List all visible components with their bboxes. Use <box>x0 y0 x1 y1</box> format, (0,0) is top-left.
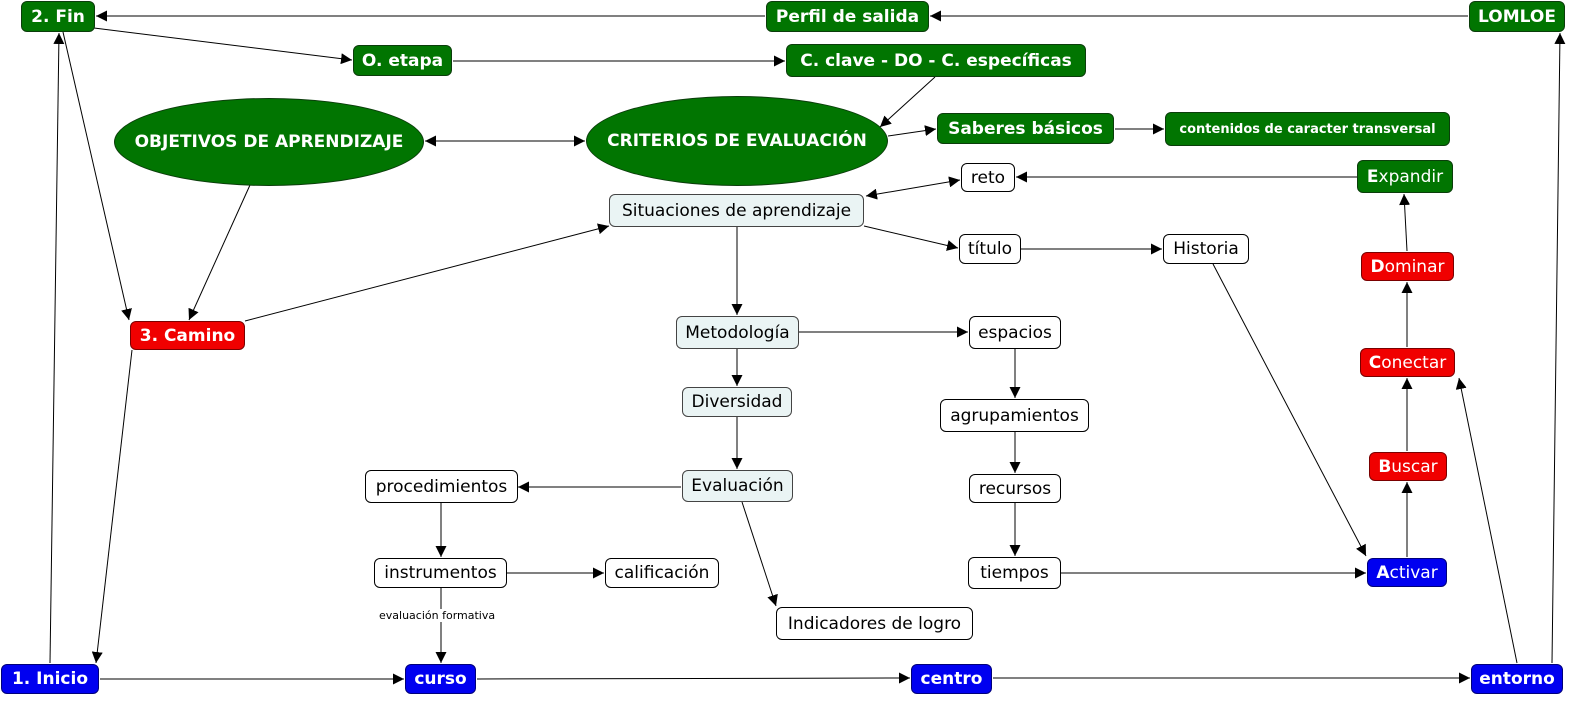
node-inicio[interactable]: 1. Inicio <box>1 664 99 694</box>
node-situaciones-de-aprendizaje[interactable]: Situaciones de aprendizaje <box>609 194 864 227</box>
node-metodologia[interactable]: Metodología <box>676 316 799 349</box>
activar-rest: ctivar <box>1389 562 1438 583</box>
activar-initial: A <box>1376 562 1390 583</box>
node-titulo[interactable]: título <box>959 234 1021 264</box>
expandir-initial: E <box>1366 166 1379 187</box>
edge-camino-inicio <box>91 349 133 664</box>
node-curso[interactable]: curso <box>405 664 476 694</box>
edge-camino-situaciones <box>244 223 610 322</box>
node-agrupamientos[interactable]: agrupamientos <box>940 399 1089 432</box>
node-perfil-de-salida[interactable]: Perfil de salida <box>766 1 929 32</box>
node-centro[interactable]: centro <box>911 664 992 694</box>
node-calificacion[interactable]: calificación <box>605 558 719 588</box>
edge-entorno-conectar <box>1455 377 1518 664</box>
edge-inicio-fin <box>49 32 65 664</box>
node-criterios-de-evaluacion[interactable]: CRITERIOS DE EVALUACIÓN <box>586 96 888 186</box>
node-espacios[interactable]: espacios <box>969 316 1061 349</box>
edge-cclave-criterios <box>879 76 936 128</box>
conectar-initial: C <box>1368 352 1382 373</box>
node-entorno[interactable]: entorno <box>1471 664 1563 694</box>
edge-objetivos-camino <box>188 184 251 321</box>
node-c-clave[interactable]: C. clave - DO - C. específicas <box>786 44 1086 77</box>
dominar-initial: D <box>1370 256 1385 277</box>
edge-criterios-saberes <box>887 125 937 137</box>
node-tiempos[interactable]: tiempos <box>968 557 1061 589</box>
node-indicadores-de-logro[interactable]: Indicadores de logro <box>776 607 973 640</box>
node-camino[interactable]: 3. Camino <box>130 321 245 350</box>
node-recursos[interactable]: recursos <box>969 474 1061 503</box>
conectar-rest: onectar <box>1381 352 1447 373</box>
edge-evaluacion-indicadores <box>741 501 778 607</box>
node-objetivos-de-aprendizaje[interactable]: OBJETIVOS DE APRENDIZAJE <box>114 98 424 186</box>
buscar-rest: uscar <box>1391 456 1438 477</box>
edge-label-evaluacion-formativa: evaluación formativa <box>377 609 498 622</box>
edge-curso-centro <box>476 672 911 684</box>
node-saberes-basicos[interactable]: Saberes básicos <box>937 113 1114 144</box>
edge-fin-oetapa <box>93 27 353 65</box>
node-fin[interactable]: 2. Fin <box>21 1 95 32</box>
expandir-rest: xpandir <box>1378 166 1444 187</box>
node-procedimientos[interactable]: procedimientos <box>365 470 518 503</box>
node-reto[interactable]: reto <box>961 163 1015 192</box>
edge-situaciones-titulo <box>863 225 959 251</box>
node-lomloe[interactable]: LOMLOE <box>1469 1 1565 32</box>
buscar-initial: B <box>1378 456 1392 477</box>
node-o-etapa[interactable]: O. etapa <box>353 45 452 76</box>
dominar-rest: ominar <box>1384 256 1445 277</box>
edge-dominar-expandir <box>1399 193 1411 252</box>
node-contenidos-transversal[interactable]: contenidos de caracter transversal <box>1165 112 1450 146</box>
node-diversidad[interactable]: Diversidad <box>682 387 792 417</box>
edge-reto-situaciones <box>865 176 961 200</box>
node-historia[interactable]: Historia <box>1163 234 1249 264</box>
node-instrumentos[interactable]: instrumentos <box>374 558 507 588</box>
edge-historia-activar <box>1212 263 1367 557</box>
node-evaluacion[interactable]: Evaluación <box>682 470 793 502</box>
edge-entorno-lomloe <box>1551 32 1566 664</box>
edge-fin-camino <box>62 31 132 321</box>
